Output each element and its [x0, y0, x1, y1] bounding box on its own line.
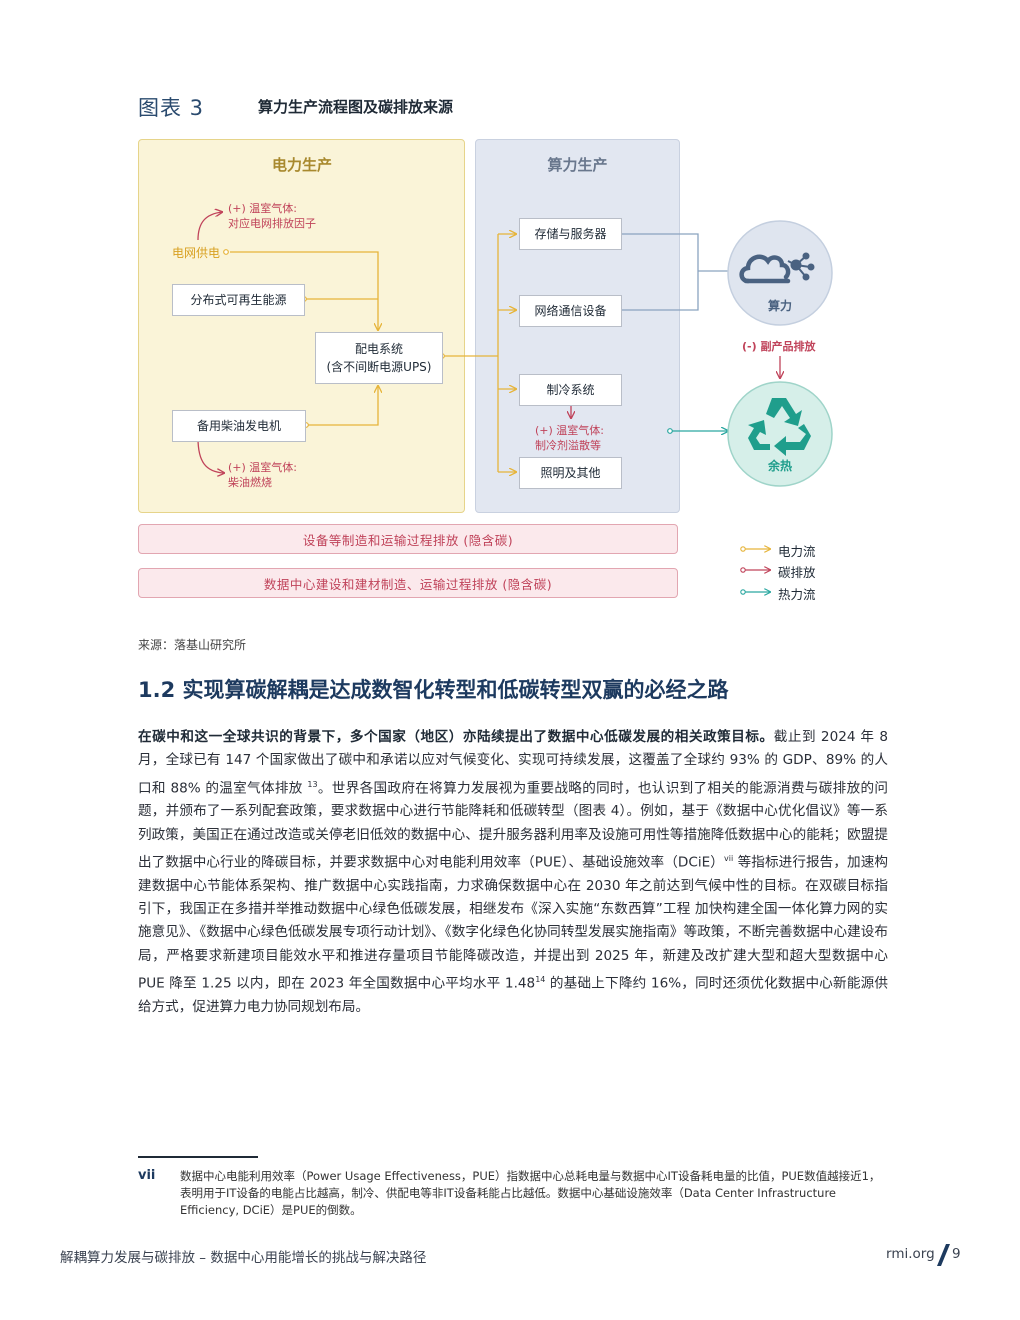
cloud-network-icon	[739, 252, 815, 284]
storage-servers-box: 存储与服务器	[519, 218, 622, 250]
power-panel-title: 电力生产	[271, 156, 332, 174]
figure-label: 图表 3	[138, 96, 205, 120]
power-flow-lines	[230, 234, 516, 472]
legend-heat-swatch	[740, 590, 770, 594]
carbon-emission-lines	[197, 212, 780, 473]
footnote-divider	[138, 1156, 258, 1158]
page-number: 9	[952, 1246, 961, 1262]
legend-heat-flow: 热力流	[778, 587, 816, 602]
figure-source: 来源：落基山研究所	[138, 638, 247, 652]
power-production-panel	[138, 139, 465, 513]
grid-emission-line2: 对应电网排放因子	[228, 217, 316, 230]
distribution-line2: (含不间断电源UPS)	[326, 360, 432, 374]
legend-carbon-swatch	[740, 568, 770, 572]
distributed-renewable-box: 分布式可再生能源	[172, 284, 305, 316]
equipment-embodied-bar: 设备等制造和运输过程排放 (隐含碳)	[138, 524, 678, 554]
waste-heat-label: 余热	[767, 459, 792, 473]
compute-production-panel	[475, 139, 680, 513]
footnote-ref-vii[interactable]: vii	[724, 854, 734, 864]
distribution-line1: 配电系统	[354, 342, 403, 356]
legend-power-flow: 电力流	[778, 544, 816, 559]
flow-connectors	[195, 0, 1020, 620]
compute-circle	[727, 220, 833, 326]
refrigerant-emission-note: (+) 温室气体: 制冷剂溢散等	[535, 423, 604, 453]
footnote-ref-13[interactable]: 13	[307, 779, 318, 789]
legend-swatches	[740, 540, 778, 600]
recycle-icon	[748, 398, 811, 456]
byproduct-emission-label: (-) 副产品排放	[742, 340, 816, 353]
compute-output-lines	[618, 233, 728, 311]
refrigerant-line2: 制冷剂溢散等	[535, 439, 601, 452]
figure-title: 算力生产流程图及碳排放来源	[258, 98, 454, 116]
footnote-mark: vii	[138, 1168, 156, 1183]
cooling-system-box: 制冷系统	[519, 374, 622, 406]
compute-label: 算力	[767, 299, 792, 313]
footnote-ref-14[interactable]: 14	[535, 975, 546, 985]
grid-emission-note: (+) 温室气体: 对应电网排放因子	[228, 201, 316, 231]
section-title: 1.2 实现算碳解耦是达成数智化转型和低碳转型双赢的必经之路	[138, 678, 729, 702]
diesel-generator-box: 备用柴油发电机	[172, 410, 306, 442]
legend-power-swatch	[740, 547, 770, 551]
compute-panel-title: 算力生产	[547, 156, 608, 174]
diesel-emission-line2: 柴油燃烧	[228, 476, 272, 489]
diesel-emission-line1: (+) 温室气体:	[228, 461, 298, 474]
footnote-text: 数据中心电能利用效率（Power Usage Effectiveness，PUE…	[180, 1169, 881, 1217]
paragraph-part3: 等指标进行报告，加速构建数据中心节能体系架构、推广数据中心实践指南，力求确保数据…	[138, 854, 888, 992]
network-equipment-box: 网络通信设备	[519, 295, 622, 327]
footer-site-link[interactable]: rmi.org	[886, 1246, 935, 1262]
waste-heat-circle	[727, 381, 833, 487]
construction-embodied-bar: 数据中心建设和建材制造、运输过程排放 (隐含碳)	[138, 568, 678, 598]
paragraph-lead: 在碳中和这一全球共识的背景下，多个国家（地区）亦陆续提出了数据中心低碳发展的相关…	[138, 729, 774, 745]
diesel-emission-note: (+) 温室气体: 柴油燃烧	[228, 460, 297, 490]
paragraph-part1: 截止到 2024 年 8 月，全球已有 147 个国家做出了碳中和承诺以应对气候…	[138, 729, 888, 797]
body-paragraph: 在碳中和这一全球共识的背景下，多个国家（地区）亦陆续提出了数据中心低碳发展的相关…	[138, 726, 888, 1019]
distribution-system-box: 配电系统 (含不间断电源UPS)	[315, 332, 443, 384]
refrigerant-line1: (+) 温室气体:	[535, 424, 605, 437]
footer-title: 解耦算力发展与碳排放 – 数据中心用能增长的挑战与解决路径	[60, 1250, 427, 1266]
paragraph-part2: 。世界各国政府在将算力发展视为重要战略的同时，也认识到了相关的能源消费与碳排放的…	[138, 780, 888, 871]
grid-emission-line1: (+) 温室气体:	[228, 202, 298, 215]
footer-slash-icon	[937, 1244, 950, 1266]
legend-carbon-emission: 碳排放	[778, 565, 816, 580]
lighting-other-box: 照明及其他	[519, 457, 622, 489]
grid-supply-label: 电网供电	[172, 246, 221, 260]
paragraph-part4: 的基础上下降约 16%，同时还须优化数据中心新能源供给方式，促进算力电力协同规划…	[138, 975, 888, 1015]
